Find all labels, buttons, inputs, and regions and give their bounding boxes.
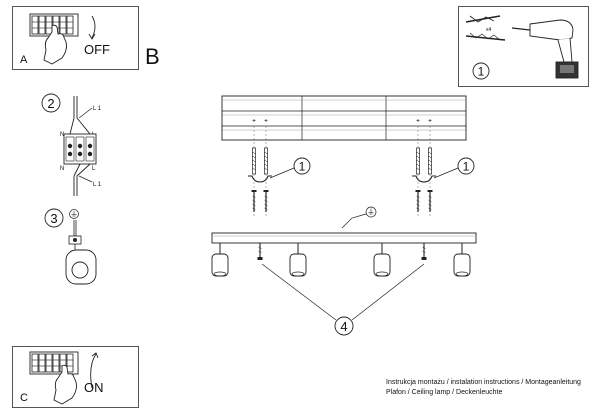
wire-label-l-bottom: L [92, 166, 96, 172]
hand-c-icon [53, 364, 77, 405]
hardware-count: x4 [486, 27, 492, 33]
spotlight-icon [453, 253, 471, 277]
ground-symbol-icon [69, 209, 79, 219]
step-1-number-left: 1 [299, 160, 306, 174]
anchor-icon [428, 147, 432, 175]
anchor-icon [416, 147, 420, 175]
wire-label-n-top: N [60, 132, 64, 138]
screw-icon [414, 189, 422, 213]
spotlight-icon [211, 253, 229, 277]
panel-a-letter: A [20, 54, 28, 66]
rotate-arrow-c-icon [90, 353, 97, 389]
footer-caption: Instrukcja montażu / instalation instruc… [386, 378, 598, 398]
ceiling-structure [221, 95, 467, 141]
step-4-callout: 4 [261, 263, 425, 336]
step-1-callout-left: 1 [269, 157, 311, 179]
drill-icon [511, 19, 579, 79]
left-fixing-set [248, 126, 272, 218]
wiring-terminal-block [63, 133, 97, 165]
footer-line-1: Instrukcja montażu / instalation instruc… [386, 379, 581, 386]
step-1-badge-drill [472, 62, 490, 80]
ground-step: 3 [44, 208, 97, 285]
anchor-icon [252, 147, 256, 175]
step-1-callout-right: 1 [433, 157, 475, 179]
footer-line-2: Plafon / Ceiling lamp / Deckenleuchte [386, 389, 503, 396]
step-4-number: 4 [340, 319, 347, 334]
on-label: ON [84, 380, 104, 395]
panel-b-letter: B [145, 44, 160, 69]
spotlight-icon [373, 253, 391, 277]
spotlights [211, 243, 471, 277]
rail-ground-callout [341, 206, 377, 229]
rotate-arrow-a-icon [91, 15, 96, 39]
spotlight-icon [289, 253, 307, 277]
hand-a-icon [43, 24, 67, 65]
rail-screws [257, 243, 427, 260]
screw-icon [262, 189, 270, 213]
mounting-bracket-right [412, 175, 436, 183]
step-2-badge [41, 93, 61, 113]
wire-label-n-bottom: N [60, 166, 64, 172]
ground-terminal-icon [65, 235, 97, 285]
panel-c-letter: C [20, 392, 28, 404]
step-1-number-drill: 1 [478, 65, 485, 79]
terminal-block-c [29, 351, 79, 375]
step-3-badge [44, 208, 64, 228]
off-label: OFF [84, 42, 110, 57]
wire-label-l1-top: L 1 [93, 106, 102, 112]
step-2-number: 2 [47, 96, 54, 111]
lamp-rail [211, 232, 477, 244]
anchor-icon [264, 147, 268, 175]
wiring-step: 2 L 1 N L N L L 1 [41, 93, 102, 196]
mounting-bracket-left [248, 175, 272, 183]
panel-a: A OFF [20, 13, 110, 66]
step-1-number-right: 1 [463, 160, 470, 174]
screw-icon [426, 189, 434, 213]
screw-icon [250, 189, 258, 213]
drill-panel: x4 1 [465, 15, 579, 80]
wire-label-l1-bottom: L 1 [93, 182, 102, 188]
panel-c: C ON [20, 351, 104, 405]
right-fixing-set [412, 126, 436, 218]
anchor-screw-set-icon: x4 [465, 15, 506, 41]
step-3-number: 3 [50, 211, 57, 226]
